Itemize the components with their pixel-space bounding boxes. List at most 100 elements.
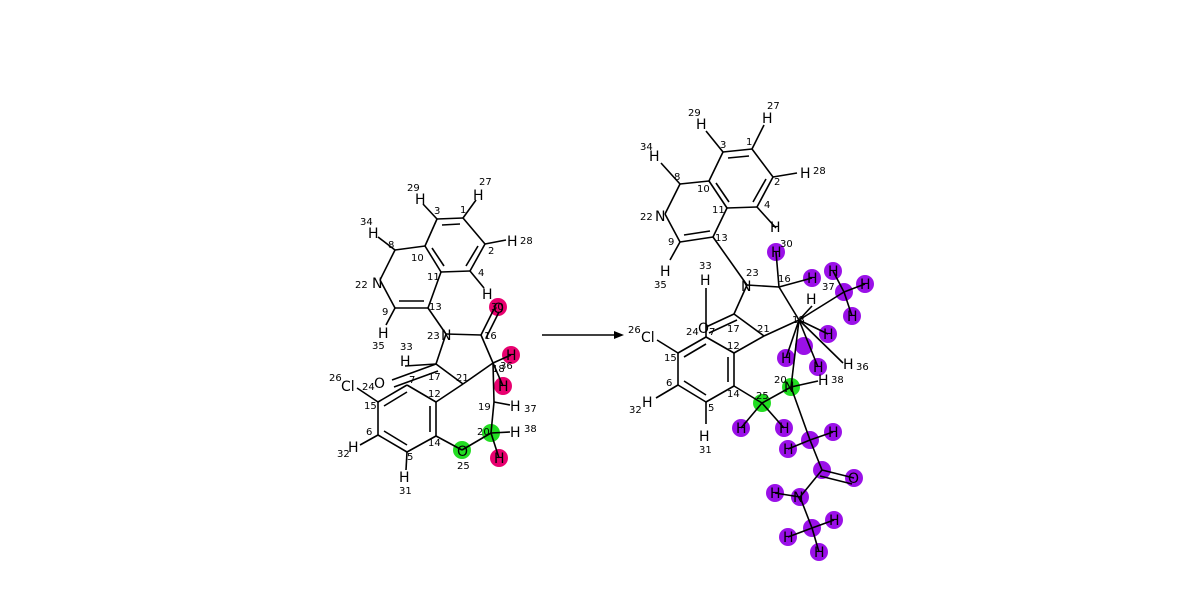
atom-h38-p: H [818,373,829,389]
atom-h-p2: H [828,264,839,280]
reactant-molecule: N N O O Cl H H H O H H H H H H H H H H H… [329,177,537,497]
atom-h-p12: H [770,486,781,502]
pidx-24: 24 [686,327,699,338]
pidx-21: 21 [757,324,770,335]
pidx-6: 6 [666,378,672,389]
atom-n23: N [441,328,451,344]
idx-9: 9 [382,307,388,318]
pidx-9: 9 [668,237,674,248]
atom-h-p13: H [829,513,840,529]
idx-28: 28 [520,236,533,247]
atom-h36-p: H [843,357,854,373]
atom-h-c18: H [806,292,817,308]
idx-23: 23 [427,331,440,342]
pidx-26: 26 [628,325,641,336]
atom-h30-p: H [771,245,782,261]
atom-h27-p: H [762,111,773,127]
atom-h-ring-p: H [770,220,781,236]
pidx-4: 4 [764,200,770,211]
pidx-3: 3 [720,140,726,151]
atom-h35: H [378,326,389,342]
atom-o25: O [457,444,468,460]
pidx-11: 11 [712,205,725,216]
pidx-32: 32 [629,405,642,416]
atom-h29: H [415,192,426,208]
atom-o24-p: O [698,321,709,337]
reactant-bonds [356,199,512,471]
atom-h-p15: H [814,545,825,561]
idx-24: 24 [362,382,375,393]
atom-h-p10: H [828,425,839,441]
pidx-7: 7 [709,327,715,338]
idx-29: 29 [407,183,420,194]
atom-h-p9: H [779,421,790,437]
idx-33: 33 [400,342,413,353]
product-atom-indices: 1 2 3 4 5 6 7 8 9 10 11 12 13 14 15 16 1… [628,101,869,456]
atom-n22: N [372,276,382,292]
pidx-38: 38 [831,375,844,386]
idx-13: 13 [429,302,442,313]
atom-h-p1: H [807,271,818,287]
pidx-18: 18 [792,315,805,326]
atom-h33-p: H [700,273,711,289]
atom-h27: H [473,188,484,204]
idx-6: 6 [366,427,372,438]
idx-22: 22 [355,280,368,291]
atom-h-pink-a: H [506,348,517,364]
idx-1: 1 [460,205,466,216]
idx-37: 37 [524,404,537,415]
atom-h33: H [400,354,411,370]
atom-h-pink-b: H [498,379,509,395]
idx-17: 17 [428,372,441,383]
pidx-16: 16 [778,274,791,285]
idx-27: 27 [479,177,492,188]
idx-38: 38 [524,424,537,435]
pidx-15: 15 [664,353,677,364]
idx-3: 3 [434,206,440,217]
atom-o24: O [374,376,385,392]
atom-h-p6: H [781,351,792,367]
atom-h-p8: H [736,421,747,437]
pidx-31: 31 [699,445,712,456]
atom-h-pink-c: H [494,451,505,467]
atom-cl26-p: Cl [641,330,655,346]
atom-h32-p: H [642,395,653,411]
product-molecule: N N O Cl H H H H H H H H H H H N O N H H… [628,101,874,561]
pidx-35: 35 [654,280,667,291]
idx-26: 26 [329,373,342,384]
idx-19: 19 [478,402,491,413]
idx-12: 12 [428,389,441,400]
atom-h37: H [510,399,521,415]
atom-h-p4: H [847,309,858,325]
atom-h-p14: H [783,530,794,546]
atom-n23-p: N [741,279,751,295]
reaction-arrow [542,331,624,339]
atom-h28: H [507,234,518,250]
idx-16: 16 [484,331,497,342]
pidx-2: 2 [774,177,780,188]
atom-h28-p: H [800,166,811,182]
pidx-8: 8 [674,172,680,183]
atom-n-green: N [784,380,794,396]
idx-20: 20 [477,427,490,438]
idx-18: 18 [492,364,505,375]
pidx-34: 34 [640,142,653,153]
idx-5: 5 [407,452,413,463]
idx-34: 34 [360,217,373,228]
atom-h-p7: H [813,360,824,376]
pidx-14: 14 [727,389,740,400]
product-atom-labels: N N O Cl H H H H H H H H H H H N O N H H… [641,111,871,561]
pidx-10: 10 [697,184,710,195]
reactant-atom-indices: 1 2 3 4 5 6 7 8 9 10 11 12 13 14 15 16 1… [329,177,537,497]
atom-h38: H [510,425,521,441]
atom-h-p3: H [860,277,871,293]
pidx-25: 25 [756,391,769,402]
atom-h32: H [348,440,359,456]
atom-h31: H [399,470,410,486]
idx-11: 11 [427,272,440,283]
idx-10: 10 [411,253,424,264]
idx-2: 2 [488,246,494,257]
atom-h35-p: H [660,264,671,280]
atom-h34-p: H [649,149,660,165]
